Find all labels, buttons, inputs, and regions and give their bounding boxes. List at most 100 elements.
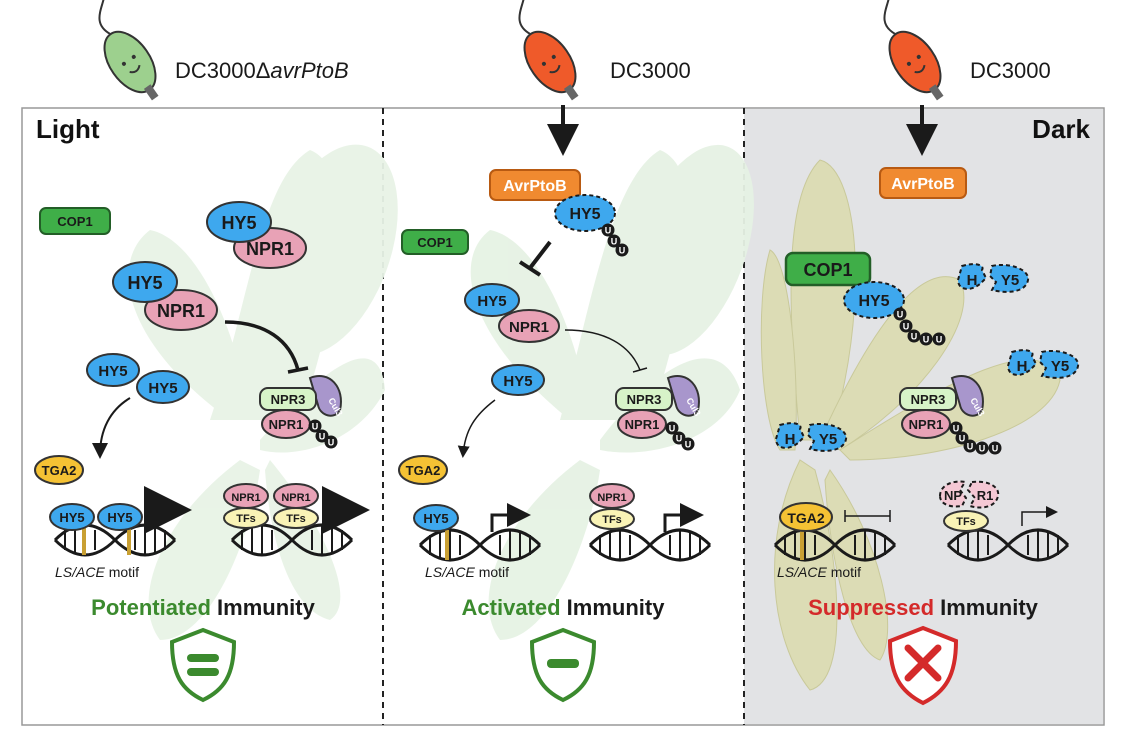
hy5-fragment-1: H Y5 xyxy=(956,263,1030,293)
transcription-arrow-left-2 xyxy=(322,486,370,534)
npr3-cul3-complex-left: Cul3 NPR3 NPR1 xyxy=(259,375,345,449)
hy5-fragment-3: H Y5 xyxy=(774,422,848,452)
svg-text:NPR1: NPR1 xyxy=(231,492,260,504)
svg-text:NPR3: NPR3 xyxy=(911,392,946,407)
svg-text:HY5: HY5 xyxy=(503,373,532,390)
strain-label-left: DC3000ΔavrPtoB xyxy=(175,58,349,83)
transcription-arrow-mid-2 xyxy=(663,503,704,532)
hy5-npr1-complex-left: NPR1 HY5 xyxy=(112,261,218,331)
svg-text:Y5: Y5 xyxy=(1051,358,1069,375)
hy5-bound-mid: HY5 xyxy=(413,504,459,532)
transcription-arrow-right-2 xyxy=(1021,506,1058,526)
motif-label-mid: LS/ACE motif xyxy=(425,564,509,580)
svg-text:NPR3: NPR3 xyxy=(271,392,306,407)
svg-text:NPR1: NPR1 xyxy=(509,319,549,336)
svg-text:HY5: HY5 xyxy=(221,213,256,233)
svg-text:HY5: HY5 xyxy=(98,363,127,380)
svg-text:NPR3: NPR3 xyxy=(627,392,662,407)
svg-text:HY5: HY5 xyxy=(477,293,506,310)
svg-text:H: H xyxy=(785,431,796,448)
outcome-mid: Activated Immunity xyxy=(462,595,666,620)
shield-suppressed-icon xyxy=(887,625,959,706)
svg-text:TGA2: TGA2 xyxy=(42,463,77,478)
svg-text:R1: R1 xyxy=(977,488,994,503)
svg-text:Y5: Y5 xyxy=(819,431,837,448)
svg-text:H: H xyxy=(1017,358,1028,375)
svg-text:H: H xyxy=(967,272,978,289)
hy5-bound-left: HY5 HY5 xyxy=(49,503,143,531)
svg-text:TGA2: TGA2 xyxy=(787,510,825,526)
inhibition-arrow-left xyxy=(224,320,300,371)
strain-label-mid: DC3000 xyxy=(610,58,691,83)
svg-text:HY5: HY5 xyxy=(569,206,600,223)
dark-label: Dark xyxy=(1032,114,1090,144)
npr1-fragment-tfs-right: NP R1 TFs xyxy=(938,480,1000,532)
svg-text:HY5: HY5 xyxy=(127,273,162,293)
svg-text:TFs: TFs xyxy=(956,516,976,528)
svg-text:COP1: COP1 xyxy=(57,214,92,229)
hy5-dimer-left: HY5 HY5 xyxy=(86,353,190,404)
hy5-npr1-complex-top-left: NPR1 HY5 xyxy=(206,201,307,269)
hy5-single-mid: HY5 xyxy=(491,364,545,396)
dna-right-2 xyxy=(946,528,1070,562)
npr1-tfs-left: NPR1 TFs NPR1 TFs xyxy=(223,483,319,529)
motif-label-right: LS/ACE motif xyxy=(777,564,861,580)
svg-text:TFs: TFs xyxy=(236,513,256,525)
svg-text:NPR1: NPR1 xyxy=(909,417,944,432)
tga2-mid: TGA2 xyxy=(398,455,448,485)
light-label: Light xyxy=(36,114,100,144)
svg-text:TGA2: TGA2 xyxy=(406,463,441,478)
svg-text:Y5: Y5 xyxy=(1001,272,1019,289)
svg-text:TFs: TFs xyxy=(602,514,622,526)
npr1-tfs-mid: NPR1 TFs xyxy=(589,483,635,530)
dna-mid-1 xyxy=(418,528,542,562)
svg-text:NP: NP xyxy=(944,488,962,503)
shield-activated-icon xyxy=(529,627,597,703)
cop1-right: COP1 xyxy=(784,251,872,287)
svg-text:HY5: HY5 xyxy=(423,511,448,526)
inhibition-arrow-mid xyxy=(564,329,641,371)
npr3-cul3-complex-right: Cul3 NPR3 NPR1 xyxy=(899,375,1002,455)
avrptob-mid: AvrPtoB xyxy=(489,169,581,201)
svg-text:NPR1: NPR1 xyxy=(246,239,294,259)
hy5-degraded-right: HY5 xyxy=(843,281,946,346)
hy5-npr1-complex-mid: NPR1 HY5 xyxy=(464,283,560,343)
tga2-left: TGA2 xyxy=(34,455,84,485)
svg-text:NPR1: NPR1 xyxy=(597,492,626,504)
cop1-left: COP1 xyxy=(39,207,111,235)
svg-text:HY5: HY5 xyxy=(858,293,889,310)
hy5-to-dna-arrow-mid xyxy=(457,399,496,458)
svg-text:NPR1: NPR1 xyxy=(269,417,304,432)
svg-text:TFs: TFs xyxy=(286,513,306,525)
transcription-arrow-left-1 xyxy=(144,486,192,534)
hy5-degraded-mid: HY5 xyxy=(554,194,629,257)
avrptob-right: AvrPtoB xyxy=(879,167,967,199)
outcome-right: Suppressed Immunity xyxy=(808,595,1039,620)
bacterium-orange-icon-mid xyxy=(518,0,579,101)
svg-text:NPR1: NPR1 xyxy=(281,492,310,504)
shield-potentiated-icon xyxy=(169,627,237,703)
svg-text:NPR1: NPR1 xyxy=(625,417,660,432)
svg-text:HY5: HY5 xyxy=(59,510,84,525)
hy5-fragment-2: H Y5 xyxy=(1006,349,1080,379)
svg-text:COP1: COP1 xyxy=(417,235,452,250)
strain-label-right: DC3000 xyxy=(970,58,1051,83)
dna-right-1 xyxy=(773,528,897,562)
svg-text:AvrPtoB: AvrPtoB xyxy=(503,178,566,195)
svg-text:NPR1: NPR1 xyxy=(157,301,205,321)
svg-text:COP1: COP1 xyxy=(803,260,852,280)
motif-label-left: LS/ACE motif xyxy=(55,564,139,580)
npr3-cul3-complex-mid: Cul3 NPR3 NPR1 xyxy=(615,375,703,451)
svg-text:HY5: HY5 xyxy=(107,510,132,525)
transcription-arrow-mid-1 xyxy=(490,503,531,532)
dna-mid-2 xyxy=(588,528,712,562)
inhibition-mid xyxy=(518,240,552,277)
hy5-to-dna-arrow-left xyxy=(92,397,131,459)
cop1-mid: COP1 xyxy=(401,229,469,255)
tga2-bound-right: TGA2 xyxy=(779,502,833,532)
svg-text:AvrPtoB: AvrPtoB xyxy=(891,176,954,193)
blocked-transcription-right-1 xyxy=(844,510,891,522)
bacterium-orange-icon-right xyxy=(883,0,944,101)
svg-text:HY5: HY5 xyxy=(148,380,177,397)
